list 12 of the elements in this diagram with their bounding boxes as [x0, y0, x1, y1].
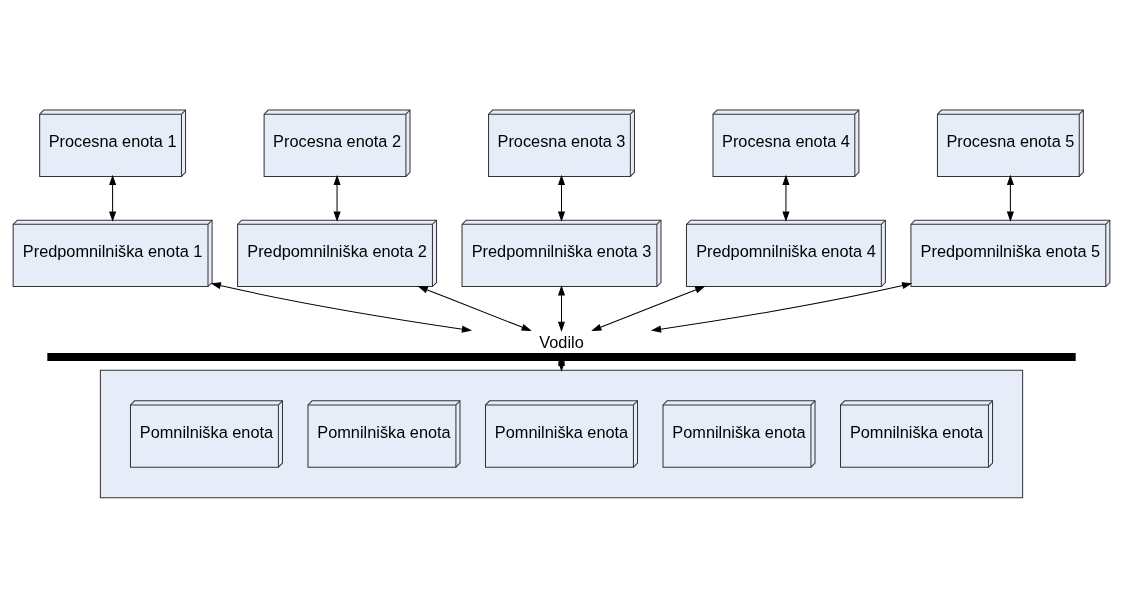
- arrow: [109, 174, 117, 222]
- arrow: [650, 282, 913, 333]
- arrow: [557, 285, 566, 332]
- arrow: [557, 174, 566, 222]
- arrow: [591, 286, 706, 331]
- arrow: [210, 282, 473, 333]
- arrow: [1006, 174, 1014, 222]
- arrow: [782, 174, 790, 222]
- arrow: [333, 174, 341, 222]
- arrow: [417, 286, 532, 331]
- node-text: Vodilo: [539, 332, 584, 351]
- cluster: [99, 369, 1024, 499]
